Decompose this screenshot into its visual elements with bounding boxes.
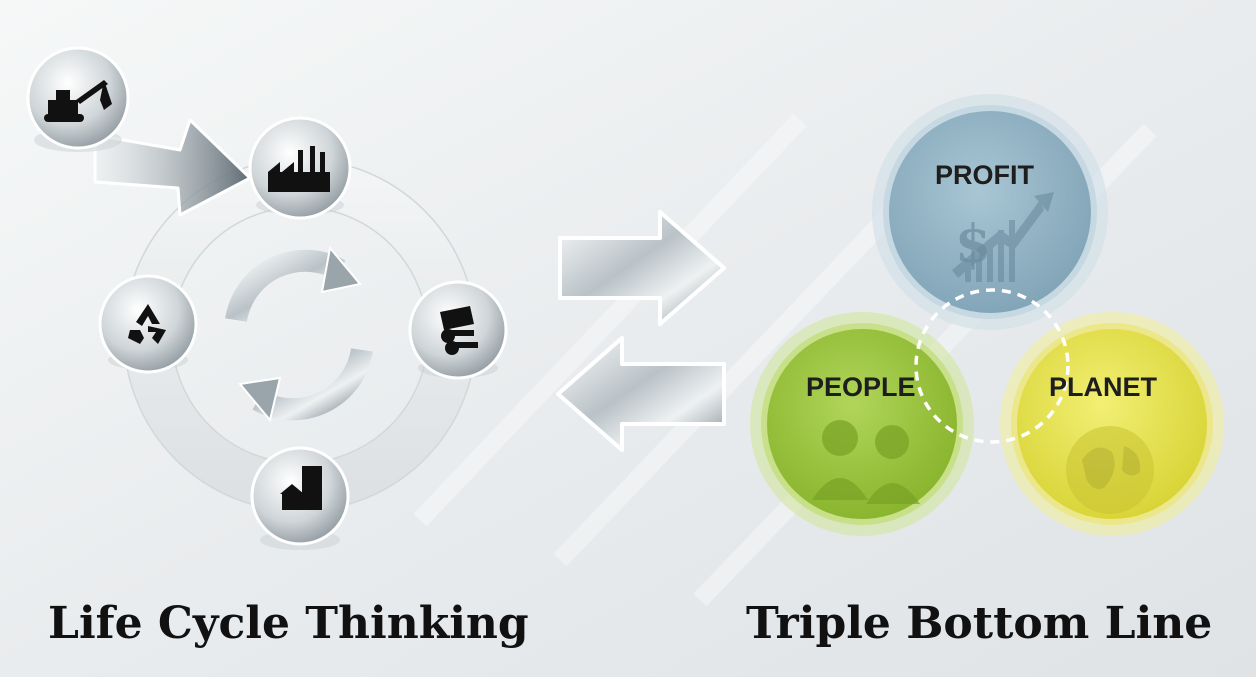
people-label: PEOPLE <box>806 372 916 402</box>
factory-icon <box>268 146 330 192</box>
cycle-arrowhead-top <box>320 245 362 294</box>
life-cycle-title: Life Cycle Thinking <box>48 598 529 649</box>
profit-circle: $ <box>872 94 1108 330</box>
stage-pipes <box>408 280 508 380</box>
stage-excavator <box>26 46 130 152</box>
profit-label: PROFIT <box>935 160 1034 190</box>
arrow-right <box>558 210 726 326</box>
cycle-arrowhead-bottom <box>238 376 282 423</box>
excavator-icon <box>44 80 112 122</box>
planet-label: PLANET <box>1049 372 1157 402</box>
planet-circle <box>1000 312 1224 536</box>
recycle-icon <box>128 304 166 344</box>
dollar-growth-icon <box>952 192 1054 282</box>
arrow-left <box>556 336 726 452</box>
building-icon <box>280 466 322 510</box>
triple-bottom-line-title: Triple Bottom Line <box>746 598 1213 649</box>
steel-pipes-icon <box>440 306 478 355</box>
globe-icon <box>1066 426 1154 514</box>
cycle-arrows <box>225 249 373 421</box>
svg-text:$: $ <box>955 214 991 275</box>
stage-factory <box>248 116 352 220</box>
stage-recycle <box>98 274 198 374</box>
stage-building <box>250 446 350 550</box>
people-circle <box>750 312 974 536</box>
people-icon <box>812 420 920 504</box>
intersection-dashed-circle <box>914 288 1070 444</box>
input-arrow <box>93 118 252 217</box>
